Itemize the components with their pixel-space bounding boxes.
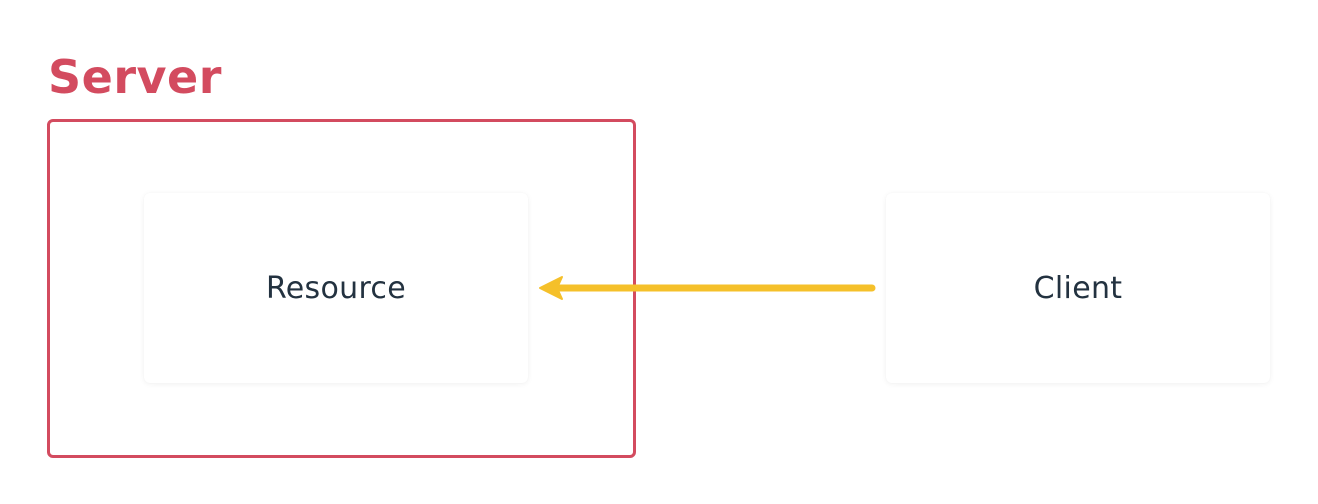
client-label: Client (1033, 270, 1123, 306)
client-node[interactable]: Client (886, 193, 1270, 383)
server-title: Server (48, 50, 222, 104)
resource-node[interactable]: Resource (144, 193, 528, 383)
resource-label: Resource (266, 270, 406, 306)
